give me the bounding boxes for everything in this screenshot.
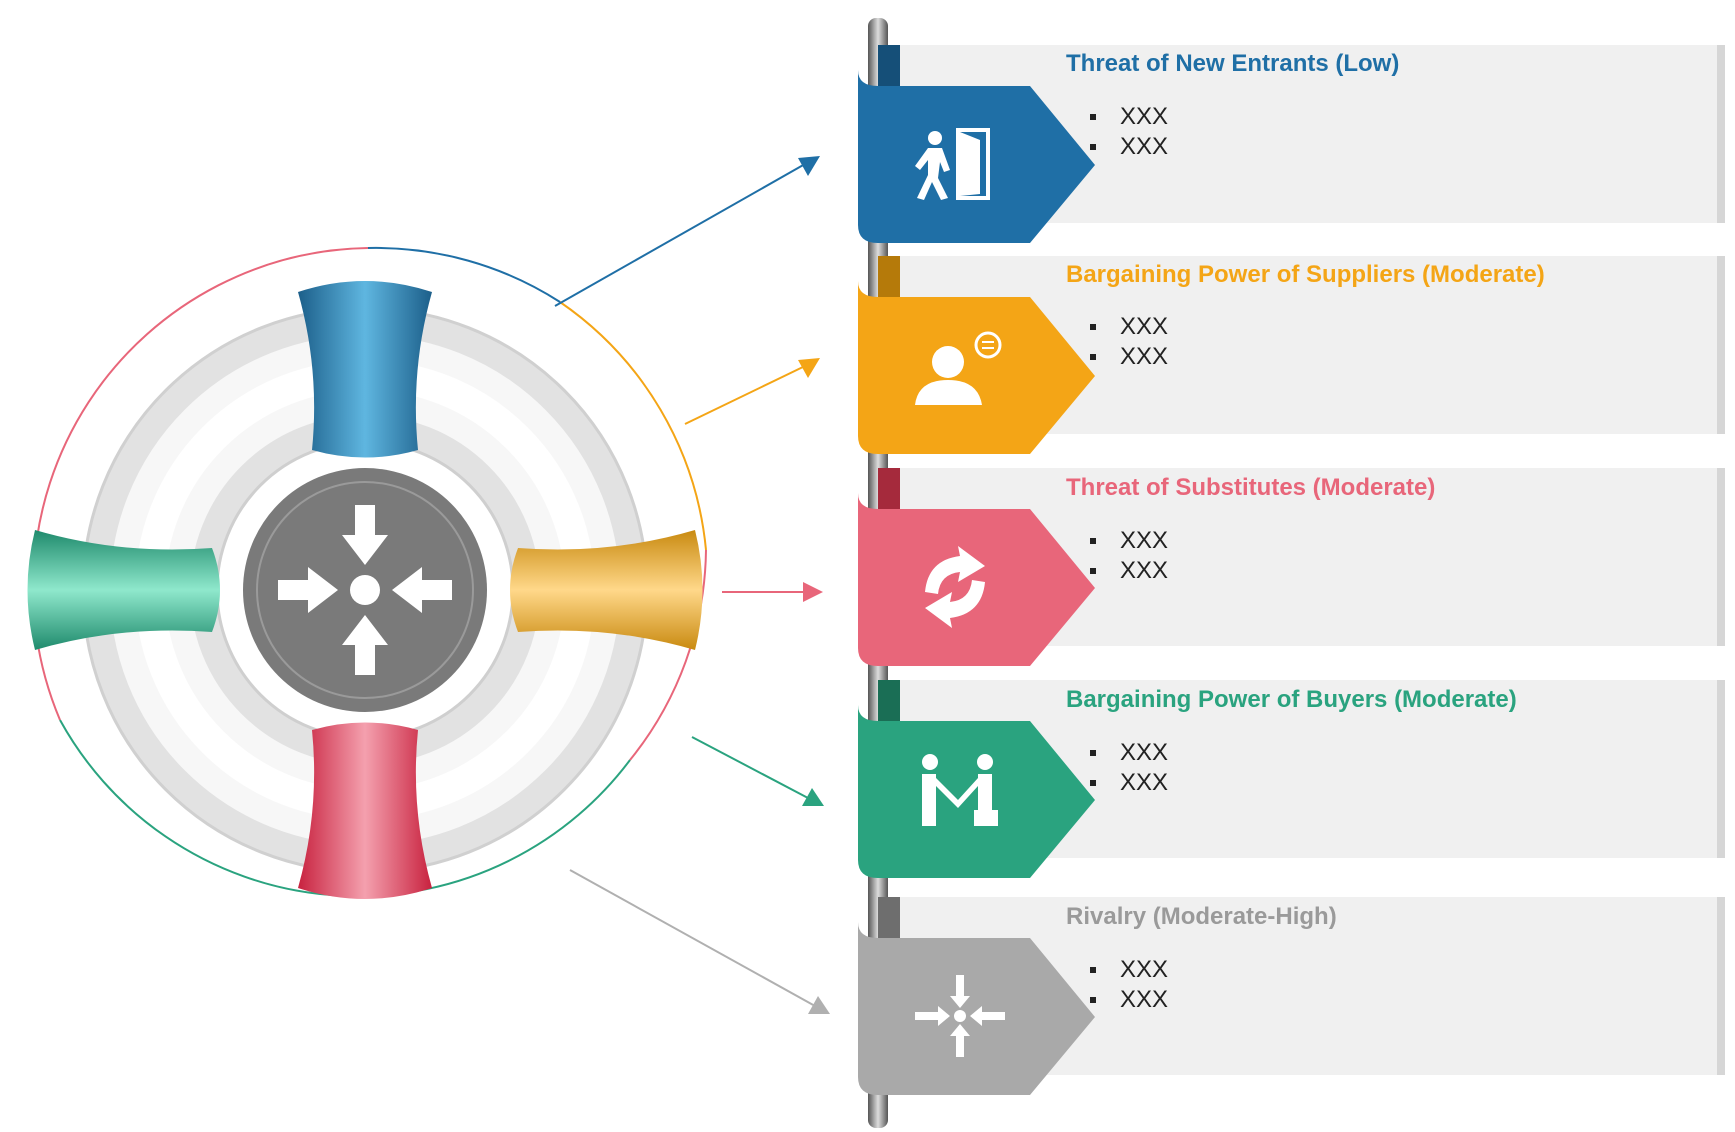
- connector-arrows: [554, 156, 830, 1014]
- list-item: XXX: [1089, 343, 1169, 370]
- list-item: XXX: [1089, 956, 1169, 983]
- force-bullets-buyers: XXX XXX: [1089, 738, 1169, 798]
- center-converging-arrows-icon: [278, 505, 452, 675]
- force-title-buyers: Bargaining Power of Buyers (Moderate): [1066, 686, 1517, 713]
- list-item: XXX: [1089, 557, 1169, 584]
- outer-ring-red: [629, 549, 707, 761]
- outer-ring-blue: [367, 246, 561, 303]
- force-bullets-suppliers: XXX XXX: [1089, 312, 1169, 372]
- band-red: [298, 722, 432, 899]
- tab-buyers: [858, 680, 1095, 878]
- force-bullets-new-entrants: XXX XXX: [1089, 102, 1169, 162]
- tab-rivalry: [858, 897, 1095, 1095]
- tab-suppliers: [858, 256, 1095, 454]
- force-bullets-rivalry: XXX XXX: [1089, 955, 1169, 1015]
- list-item: XXX: [1089, 527, 1169, 554]
- swap-arrows-icon: [925, 546, 985, 628]
- list-item: XXX: [1089, 986, 1169, 1013]
- converging-arrows-icon: [915, 975, 1005, 1057]
- outer-ring-gold: [559, 301, 707, 551]
- list-item: XXX: [1089, 313, 1169, 340]
- supplier-person-icon: [915, 331, 1002, 405]
- list-item: XXX: [1089, 769, 1169, 796]
- list-item: XXX: [1089, 739, 1169, 766]
- force-title-substitutes: Threat of Substitutes (Moderate): [1066, 474, 1436, 501]
- band-green: [27, 530, 220, 650]
- band-gold: [510, 530, 703, 650]
- handshake-icon: [922, 754, 998, 826]
- force-title-suppliers: Bargaining Power of Suppliers (Moderate): [1066, 261, 1545, 288]
- force-title-rivalry: Rivalry (Moderate-High): [1066, 903, 1337, 930]
- list-item: XXX: [1089, 103, 1169, 130]
- band-blue: [298, 281, 432, 458]
- force-bullets-substitutes: XXX XXX: [1089, 526, 1169, 586]
- force-title-new-entrants: Threat of New Entrants (Low): [1066, 50, 1400, 77]
- exit-door-icon: [915, 128, 990, 200]
- tab-substitutes: [858, 468, 1095, 666]
- list-item: XXX: [1089, 133, 1169, 160]
